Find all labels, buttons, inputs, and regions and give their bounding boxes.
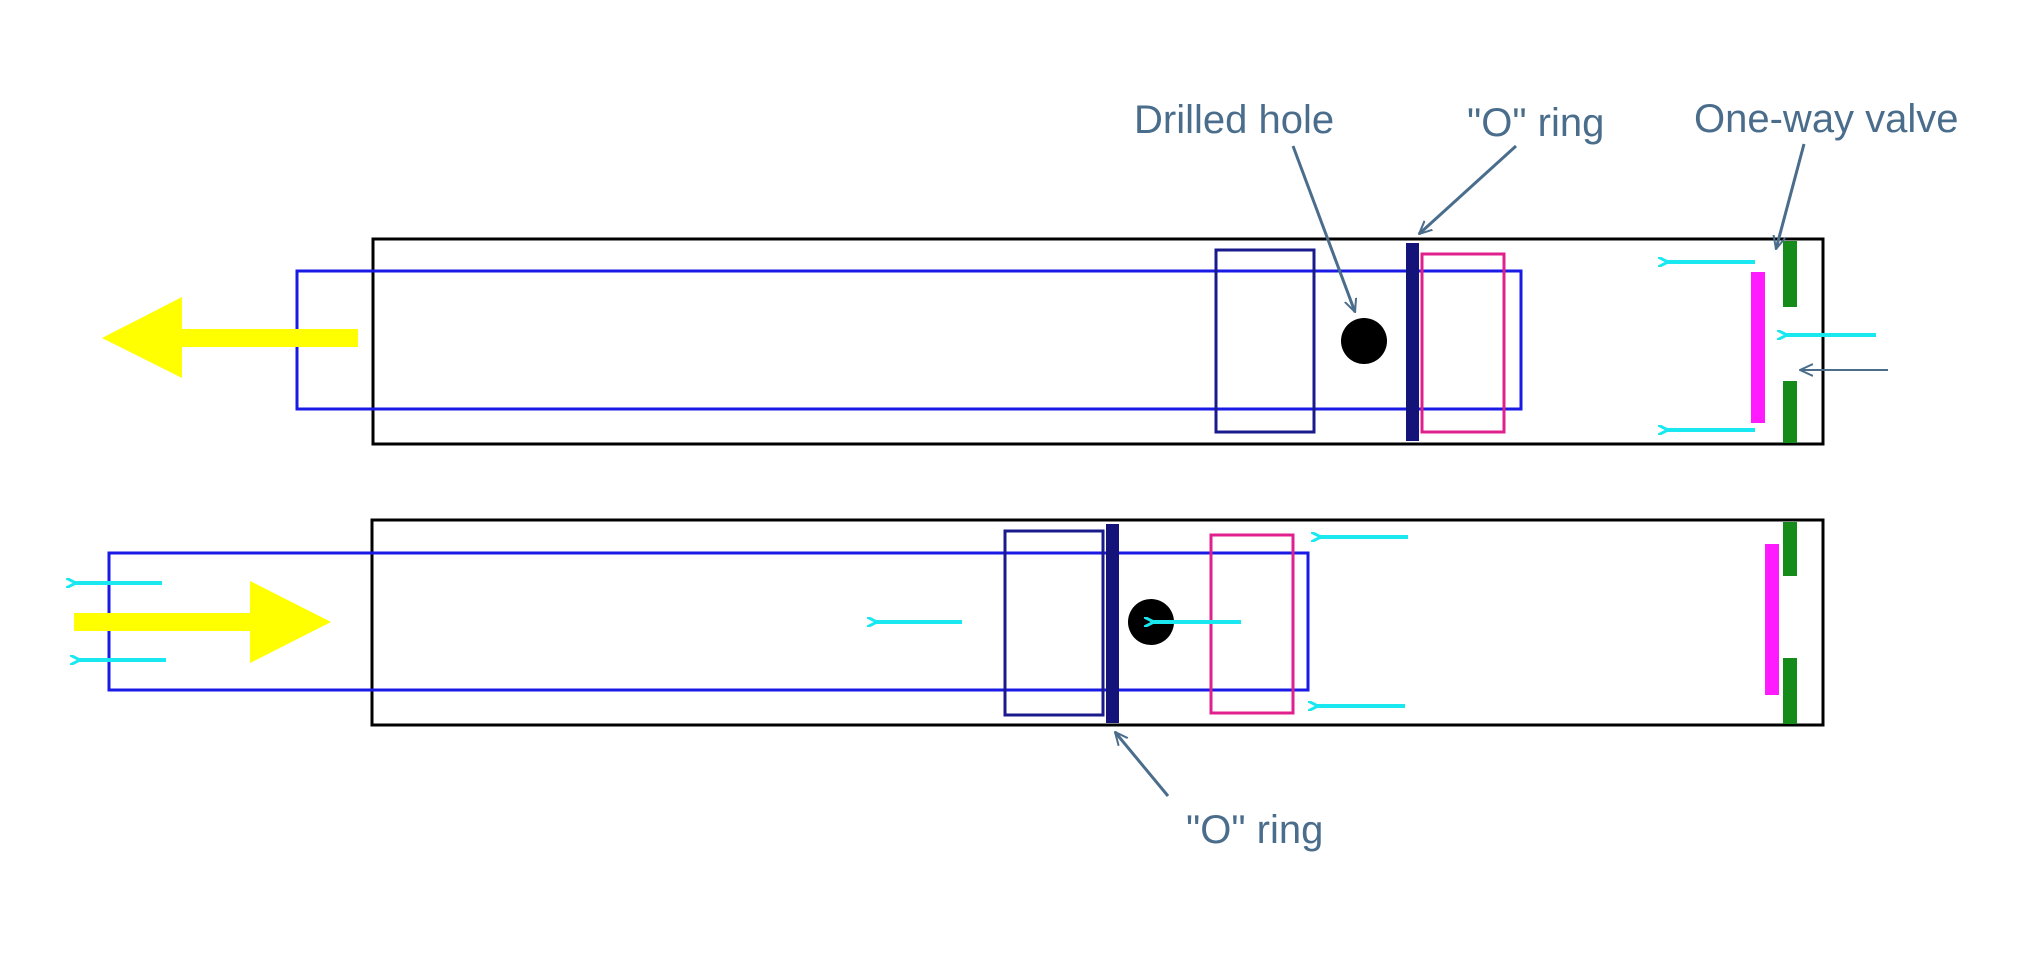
bottom-motion-arrow <box>74 581 331 663</box>
top-o-ring <box>1406 243 1419 441</box>
top-pump <box>102 237 1888 446</box>
top-valve-seat-lower <box>1783 381 1797 443</box>
drilled-hole-label: Drilled hole <box>1134 98 1334 142</box>
bottom-piston-block <box>1003 529 1105 717</box>
top-plunger-tube <box>295 269 1523 411</box>
bottom-cylinder-body <box>370 518 1825 727</box>
top-seal-block <box>1420 252 1506 434</box>
drilled-hole-pointer <box>1291 145 1355 312</box>
top-valve-seat-upper <box>1783 241 1797 307</box>
o-ring-bottom-label: "O" ring <box>1186 808 1323 852</box>
o-ring-top-pointer <box>1419 144 1518 234</box>
callouts: Drilled hole "O" ring One-way valve "O" … <box>1115 97 1959 852</box>
bottom-valve-seat-upper <box>1783 522 1797 576</box>
o-ring-top-label: "O" ring <box>1467 101 1604 145</box>
top-cylinder-body <box>371 237 1825 446</box>
one-way-valve-pointer <box>1776 143 1806 249</box>
bottom-pump <box>74 518 1825 727</box>
top-piston-block <box>1214 248 1316 434</box>
bottom-valve-flap <box>1765 544 1779 695</box>
bottom-o-ring <box>1106 524 1119 723</box>
top-drilled-hole <box>1341 318 1387 364</box>
bottom-valve-seat-lower <box>1783 658 1797 724</box>
top-valve-flap <box>1751 272 1765 423</box>
one-way-valve-label: One-way valve <box>1694 97 1959 141</box>
top-motion-arrow <box>102 297 358 378</box>
o-ring-bottom-pointer <box>1115 732 1170 797</box>
